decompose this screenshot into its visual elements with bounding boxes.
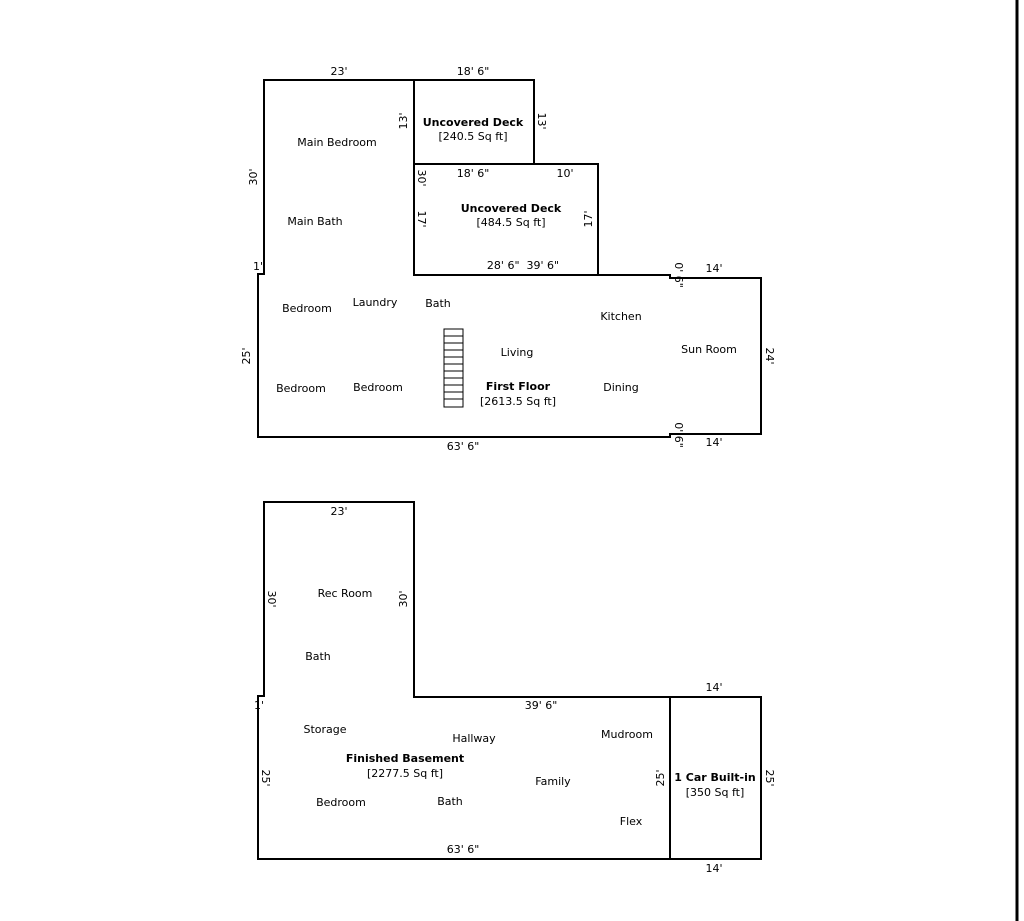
dim-top-deck: 18' 6" [457, 65, 490, 78]
dim-sun-top: 14' [705, 262, 722, 275]
dim-deck1-right: 13' [535, 112, 548, 129]
dim-sun-bottom: 14' [705, 436, 722, 449]
room-living: Living [501, 346, 534, 359]
dim-garage-top: 14' [705, 681, 722, 694]
lower-deck-outline [414, 163, 599, 275]
room-sun-room: Sun Room [681, 343, 737, 356]
room-family: Family [535, 775, 571, 788]
room-dining: Dining [603, 381, 639, 394]
first-floor-outline [257, 79, 762, 438]
garage-title: 1 Car Built-in [674, 771, 755, 784]
dim-garage-left: 25' [654, 769, 667, 786]
dim-left-lower: 25' [240, 347, 253, 364]
room-bath: Bath [437, 795, 463, 808]
room-mudroom: Mudroom [601, 728, 653, 741]
dim-deck2-bottom: 28' 6" 39' 6" [487, 259, 559, 272]
basement-plan: Rec Room Bath Storage Hallway Mudroom Fa… [254, 501, 776, 875]
room-bedroom: Bedroom [282, 302, 332, 315]
first-floor-area: [2613.5 Sq ft] [480, 395, 556, 408]
upper-deck-title: Uncovered Deck [423, 116, 524, 129]
garage-outline [669, 696, 762, 860]
room-bedroom: Bedroom [276, 382, 326, 395]
room-main-bath: Main Bath [287, 215, 342, 228]
room-laundry: Laundry [353, 296, 398, 309]
dim-step-left: 1' [253, 260, 263, 273]
room-bedroom: Bedroom [353, 381, 403, 394]
stairs-icon [443, 328, 464, 408]
dim-step-top: 0' 6" [672, 262, 685, 288]
dim-bottom: 63' 6" [447, 440, 480, 453]
room-flex: Flex [620, 815, 643, 828]
dim-left-upper: 30' [265, 590, 278, 607]
dim-mid-top: 39' 6" [525, 699, 558, 712]
dim-deck1-left: 13' [397, 112, 410, 129]
lower-deck-area: [484.5 Sq ft] [476, 216, 545, 229]
dim-top: 23' [330, 505, 347, 518]
lower-deck-title: Uncovered Deck [461, 202, 562, 215]
garage-area: [350 Sq ft] [686, 786, 745, 799]
room-hallway: Hallway [452, 732, 496, 745]
dim-right-lower: 24' [763, 347, 776, 364]
room-storage: Storage [303, 723, 346, 736]
room-bedroom: Bedroom [316, 796, 366, 809]
dim-deck2-left-30: 30' [415, 169, 428, 186]
dim-top-main: 23' [330, 65, 347, 78]
dim-step-left: 1' [254, 699, 264, 712]
first-floor-plan: Main Bedroom Main Bath Bedroom Laundry B… [240, 65, 776, 453]
room-kitchen: Kitchen [600, 310, 641, 323]
room-main-bedroom: Main Bedroom [297, 136, 377, 149]
first-floor-title: First Floor [486, 380, 551, 393]
dim-right-upper: 30' [397, 590, 410, 607]
dim-deck2-top-10: 10' [556, 167, 573, 180]
dim-deck2-right-17: 17' [582, 210, 595, 227]
dim-bottom: 63' 6" [447, 843, 480, 856]
room-bath: Bath [425, 297, 451, 310]
dim-garage-bottom: 14' [705, 862, 722, 875]
dim-left-lower: 25' [259, 769, 272, 786]
dim-garage-right: 25' [763, 769, 776, 786]
dim-deck2-top-18: 18' 6" [457, 167, 490, 180]
room-bath: Bath [305, 650, 331, 663]
dim-left-upper: 30' [247, 168, 260, 185]
basement-title: Finished Basement [346, 752, 464, 765]
dim-step-bottom: 0' 6" [672, 422, 685, 448]
upper-deck-area: [240.5 Sq ft] [438, 130, 507, 143]
room-rec-room: Rec Room [318, 587, 373, 600]
dim-deck2-left-17: 17' [415, 210, 428, 227]
basement-area: [2277.5 Sq ft] [367, 767, 443, 780]
